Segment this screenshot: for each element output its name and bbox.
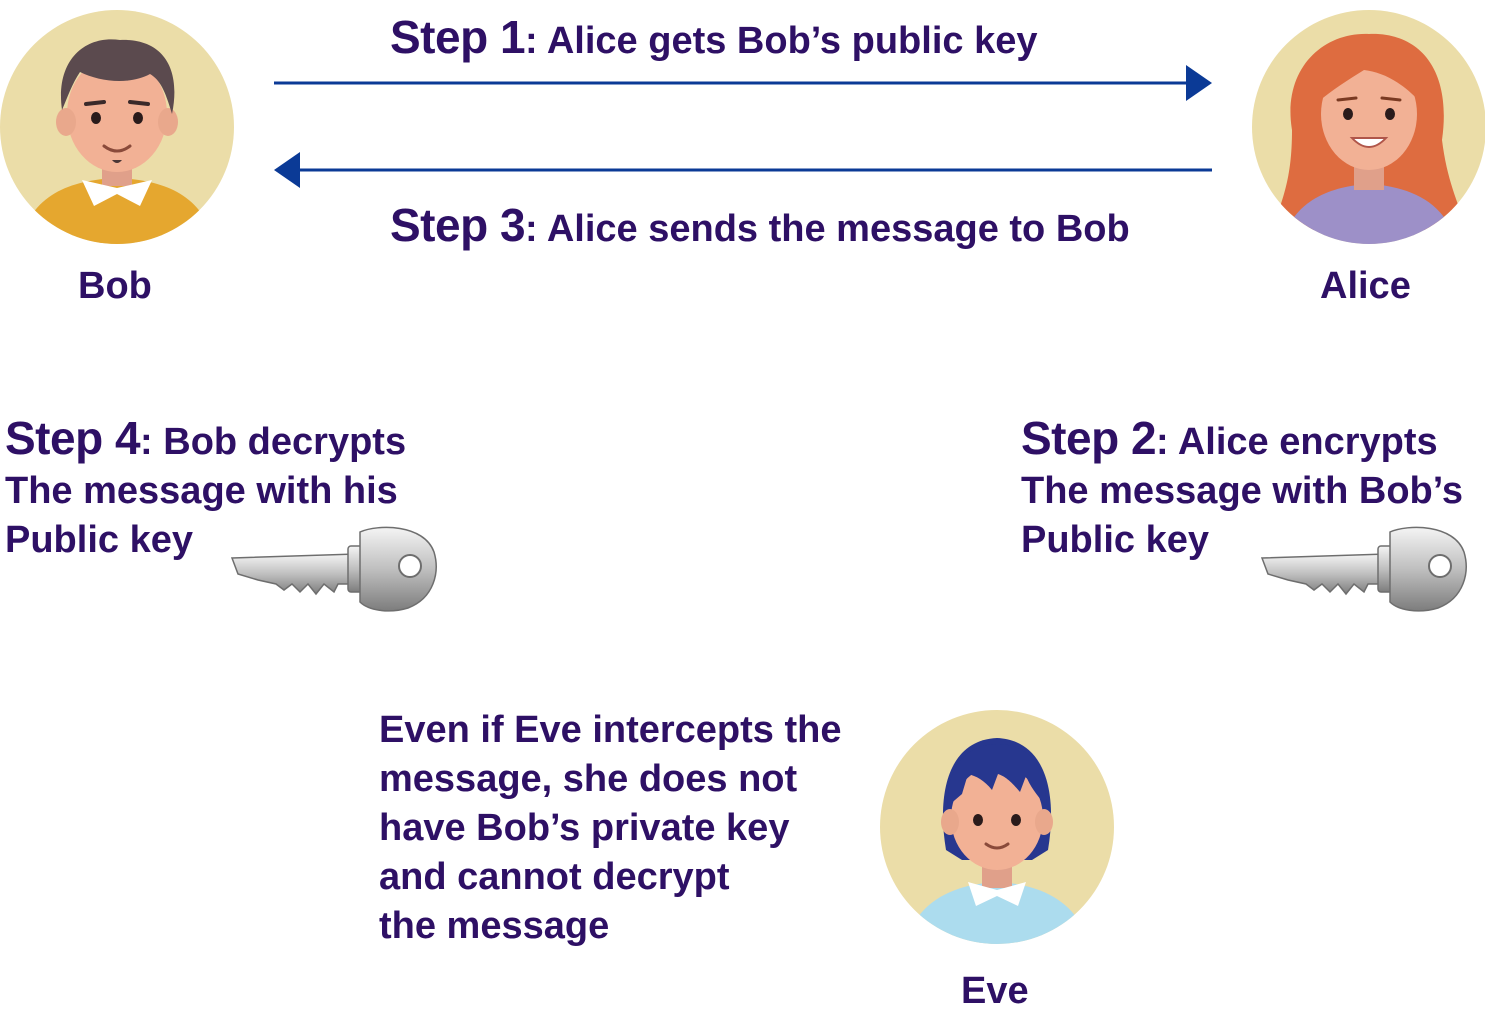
alice-avatar <box>1252 10 1485 244</box>
step4-text: : Bob decrypts <box>140 421 407 463</box>
step2-line-2: Public key <box>1021 519 1209 561</box>
step2-caption: Step 2: Alice encrypts The message with … <box>1021 414 1463 565</box>
step4-caption: Step 4: Bob decrypts The message with hi… <box>5 414 406 565</box>
arrow-right-icon <box>274 63 1214 103</box>
step1-caption: Step 1: Alice gets Bob’s public key <box>390 10 1037 64</box>
step2-line-1: The message with Bob’s <box>1021 470 1464 512</box>
bob-avatar <box>0 10 234 244</box>
eve-name-label: Eve <box>961 970 1029 1012</box>
eve-note-line-3: have Bob’s private key <box>379 807 790 849</box>
key-icon <box>228 522 440 614</box>
step4-line-2: Public key <box>5 519 193 561</box>
step3-text: : Alice sends the message to Bob <box>525 208 1130 250</box>
step3-caption: Step 3: Alice sends the message to Bob <box>390 198 1130 252</box>
eve-note: Even if Eve intercepts the message, she … <box>379 706 842 951</box>
eve-note-line-2: message, she does not <box>379 758 798 800</box>
key-icon <box>1258 522 1470 614</box>
eve-avatar <box>880 710 1114 944</box>
eve-note-line-1: Even if Eve intercepts the <box>379 709 842 751</box>
step1-label: Step 1 <box>390 11 526 63</box>
step3-label: Step 3 <box>390 199 526 251</box>
eve-note-line-5: the message <box>379 905 610 947</box>
bob-name-label: Bob <box>78 265 152 307</box>
alice-name-label: Alice <box>1320 265 1411 307</box>
step4-line-1: The message with his <box>5 470 398 512</box>
arrow-left-icon <box>272 150 1212 190</box>
step1-text: : Alice gets Bob’s public key <box>525 20 1038 62</box>
step2-label: Step 2 <box>1021 412 1157 464</box>
eve-note-line-4: and cannot decrypt <box>379 856 730 898</box>
step2-text: : Alice encrypts <box>1156 421 1438 463</box>
step4-label: Step 4 <box>5 412 141 464</box>
